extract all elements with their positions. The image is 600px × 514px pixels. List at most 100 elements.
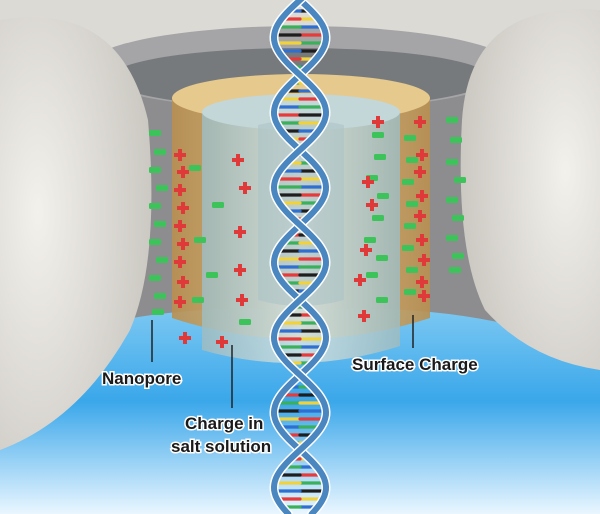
negative-charge	[446, 117, 458, 123]
negative-charge	[192, 297, 204, 303]
positive-charge-bar-v	[420, 149, 424, 161]
positive-charge	[234, 226, 246, 238]
positive-charge-bar-v	[181, 166, 185, 178]
positive-charge	[416, 190, 428, 202]
positive-charge	[362, 176, 374, 188]
positive-charge-bar-v	[420, 234, 424, 246]
positive-charge	[232, 154, 244, 166]
positive-charge-bar-v	[181, 202, 185, 214]
dna-backbone-strand-b	[270, 0, 330, 514]
positive-charge	[236, 294, 248, 306]
positive-charge	[414, 166, 426, 178]
membrane-left	[0, 17, 152, 451]
positive-charge	[174, 256, 186, 268]
negative-charge	[406, 157, 418, 163]
negative-charge	[152, 309, 164, 315]
positive-charge	[177, 276, 189, 288]
positive-charge-bar-v	[178, 256, 182, 268]
positive-charge	[372, 116, 384, 128]
positive-charge-bar-v	[220, 336, 224, 348]
inner-channel-top	[202, 94, 400, 130]
negative-charge	[156, 257, 168, 263]
negative-charge	[404, 289, 416, 295]
nanopore-label: Nanopore	[102, 369, 181, 388]
negative-charge	[374, 154, 386, 160]
positive-charge	[177, 166, 189, 178]
negative-charge	[149, 275, 161, 281]
positive-charge-bar-v	[376, 116, 380, 128]
negative-charge	[376, 255, 388, 261]
negative-charge	[149, 203, 161, 209]
dna-strand	[269, 0, 331, 514]
positive-charge	[216, 336, 228, 348]
negative-charge	[404, 223, 416, 229]
dna-backbone-strand-a	[270, 0, 330, 514]
positive-charge-bar-v	[178, 184, 182, 196]
positive-charge	[358, 310, 370, 322]
negative-charge	[452, 215, 464, 221]
positive-charge	[418, 254, 430, 266]
negative-charge	[446, 197, 458, 203]
positive-charge	[177, 238, 189, 250]
negative-charge	[376, 297, 388, 303]
positive-charge	[414, 116, 426, 128]
negative-charge	[194, 237, 206, 243]
negative-charge	[449, 267, 461, 273]
positive-charge	[416, 234, 428, 246]
positive-charge	[174, 149, 186, 161]
positive-charge	[177, 202, 189, 214]
positive-charge	[366, 199, 378, 211]
negative-charge	[377, 193, 389, 199]
positive-charge	[174, 220, 186, 232]
positive-charge-bar-v	[238, 226, 242, 238]
negative-charge	[154, 293, 166, 299]
negative-charge	[446, 235, 458, 241]
negative-charge	[404, 135, 416, 141]
positive-charge	[179, 332, 191, 344]
positive-charge-bar-v	[243, 182, 247, 194]
positive-charge-bar-v	[183, 332, 187, 344]
negative-charge	[454, 177, 466, 183]
negative-charge	[149, 167, 161, 173]
negative-charge	[372, 215, 384, 221]
negative-charge	[372, 132, 384, 138]
positive-charge	[239, 182, 251, 194]
positive-charge-bar-v	[366, 176, 370, 188]
negative-charge	[366, 272, 378, 278]
negative-charge	[450, 137, 462, 143]
negative-charge	[154, 149, 166, 155]
positive-charge-bar-v	[422, 290, 426, 302]
positive-charge-bar-v	[362, 310, 366, 322]
negative-charge	[364, 237, 376, 243]
positive-charge-bar-v	[370, 199, 374, 211]
surface-charge-label: Surface Charge	[352, 355, 478, 374]
positive-charge-bar-v	[178, 149, 182, 161]
positive-charge-bar-v	[420, 276, 424, 288]
positive-charge	[416, 276, 428, 288]
positive-charge-bar-v	[418, 116, 422, 128]
positive-charge	[174, 184, 186, 196]
positive-charge	[360, 244, 372, 256]
positive-charge	[354, 274, 366, 286]
negative-charge	[149, 239, 161, 245]
charges-layer	[149, 116, 466, 348]
negative-charge	[154, 221, 166, 227]
negative-charge	[206, 272, 218, 278]
negative-charge	[402, 179, 414, 185]
positive-charge	[234, 264, 246, 276]
positive-charge	[414, 210, 426, 222]
negative-charge	[189, 165, 201, 171]
negative-charge	[446, 159, 458, 165]
positive-charge	[416, 149, 428, 161]
positive-charge	[174, 296, 186, 308]
positive-charge-bar-v	[364, 244, 368, 256]
positive-charge-bar-v	[236, 154, 240, 166]
membrane-right	[460, 9, 600, 370]
positive-charge-bar-v	[178, 296, 182, 308]
positive-charge-bar-v	[181, 238, 185, 250]
positive-charge-bar-v	[418, 166, 422, 178]
positive-charge-bar-v	[240, 294, 244, 306]
positive-charge-bar-v	[181, 276, 185, 288]
positive-charge-bar-v	[358, 274, 362, 286]
